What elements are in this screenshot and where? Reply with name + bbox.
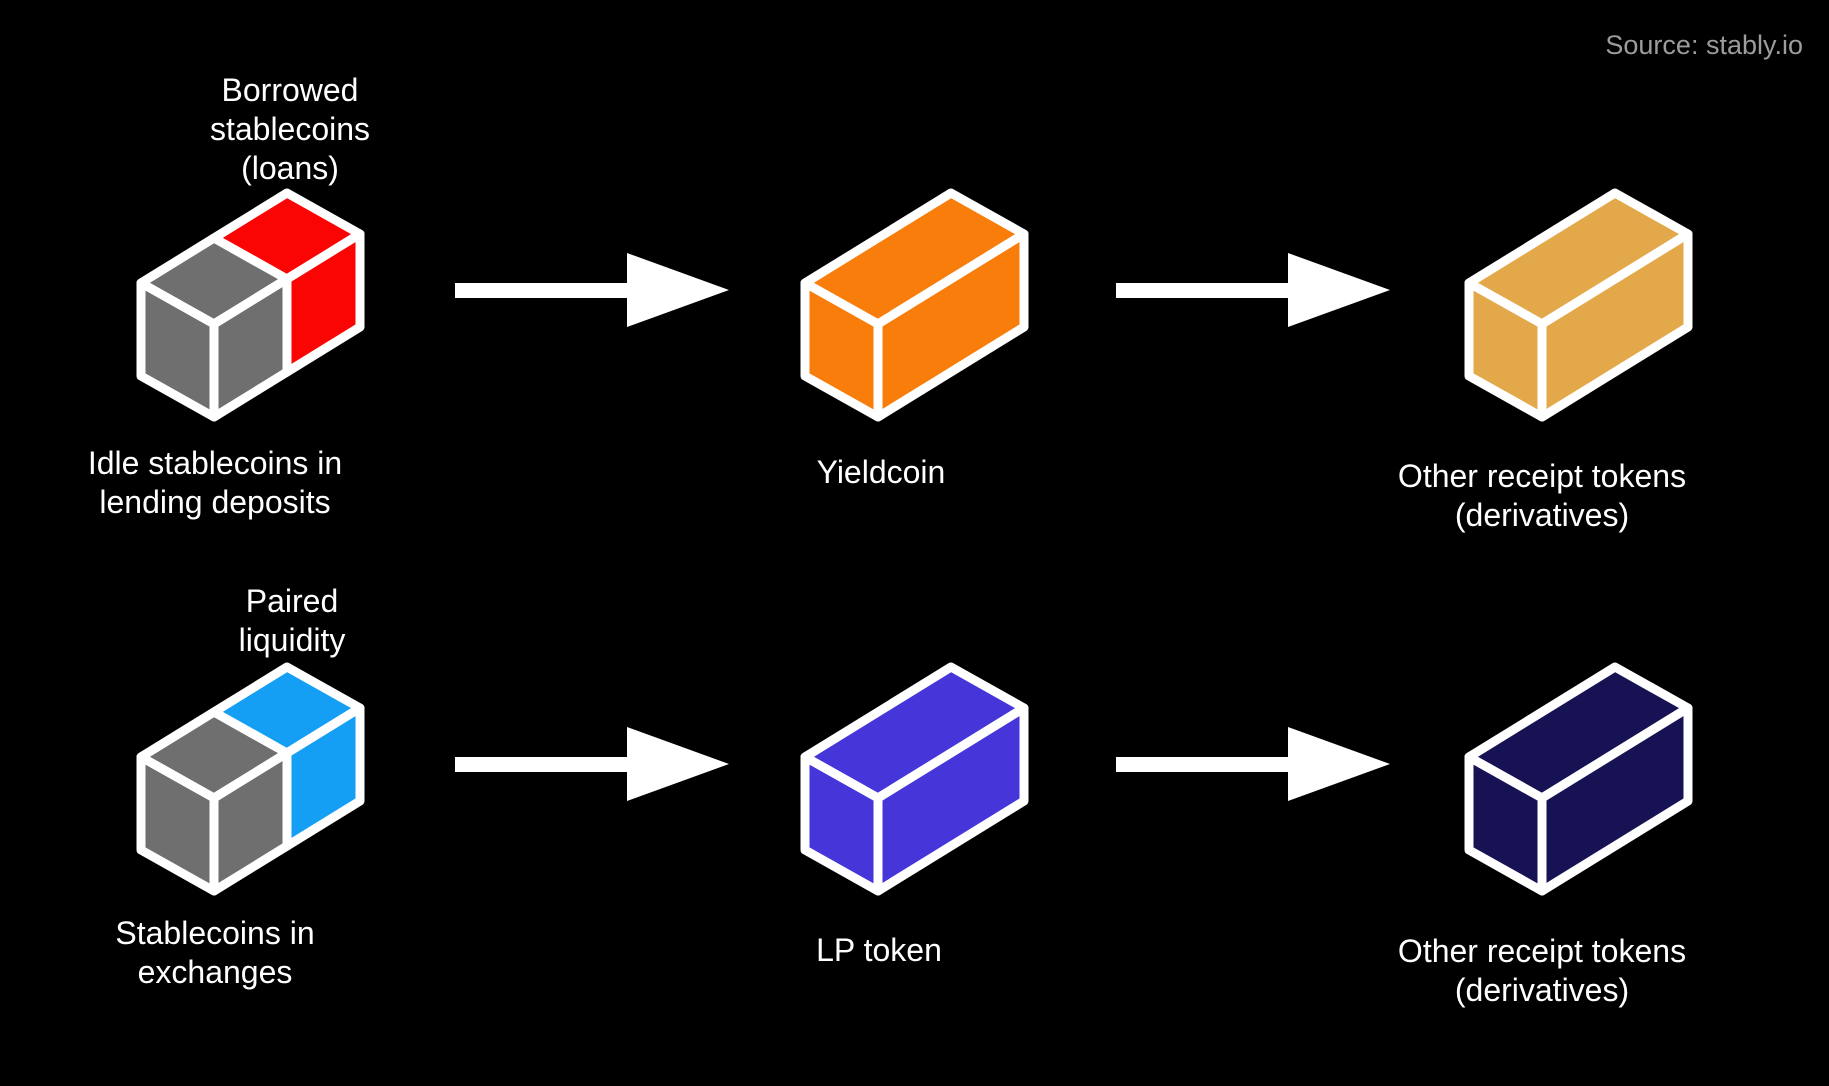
input-caption-line: Stablecoins in	[115, 915, 315, 951]
input-title-line: liquidity	[238, 622, 346, 658]
token-label: LP token	[729, 931, 1029, 970]
input-cuboid	[136, 662, 365, 896]
input-caption-line: lending deposits	[99, 484, 331, 520]
cuboid-front-face-accent	[282, 703, 365, 851]
flow-arrow-icon	[1116, 727, 1390, 801]
input-title: Paired liquidity	[142, 582, 442, 660]
receipt-caption-line: (derivatives)	[1454, 972, 1630, 1008]
token-cuboid	[800, 662, 1029, 896]
flow-arrow-icon	[1116, 253, 1390, 327]
receipt-caption: Other receipt tokens (derivatives)	[1392, 457, 1692, 535]
receipt-caption-line: Other receipt tokens	[1397, 933, 1687, 969]
receipt-caption-line: (derivatives)	[1454, 497, 1630, 533]
input-caption-line: Idle stablecoins in	[87, 445, 343, 481]
input-caption-line: exchanges	[137, 954, 293, 990]
arrow-right-shape	[455, 253, 729, 327]
token-label-line: LP token	[816, 932, 942, 968]
arrow-right-shape	[1116, 253, 1390, 327]
input-caption: Idle stablecoins in lending deposits	[65, 444, 365, 522]
receipt-cuboid	[1464, 662, 1693, 896]
input-title: Borrowed stablecoins (loans)	[140, 71, 440, 188]
input-title-line: (loans)	[241, 150, 339, 186]
receipt-caption-line: Other receipt tokens	[1397, 458, 1687, 494]
source-credit: Source: stably.io	[1605, 30, 1803, 60]
token-cuboid	[800, 188, 1029, 422]
cuboid-front-face	[1537, 229, 1693, 422]
flow-arrow-icon	[455, 727, 729, 801]
input-title-line: stablecoins	[209, 111, 371, 147]
flow-arrow-icon	[455, 253, 729, 327]
input-title-line: Paired	[245, 583, 339, 619]
cuboid-front-face	[1537, 703, 1693, 896]
input-title-line: Borrowed	[221, 72, 359, 108]
receipt-cuboid	[1464, 188, 1693, 422]
input-cuboid	[136, 188, 365, 422]
token-label-line: Yieldcoin	[816, 454, 946, 490]
arrow-right-shape	[1116, 727, 1390, 801]
receipt-caption: Other receipt tokens (derivatives)	[1392, 932, 1692, 1010]
cuboid-front-face	[873, 703, 1029, 896]
cuboid-front-face	[873, 229, 1029, 422]
cuboid-front-face-accent	[282, 229, 365, 377]
arrow-right-shape	[455, 727, 729, 801]
token-label: Yieldcoin	[731, 453, 1031, 492]
input-caption: Stablecoins in exchanges	[65, 914, 365, 992]
